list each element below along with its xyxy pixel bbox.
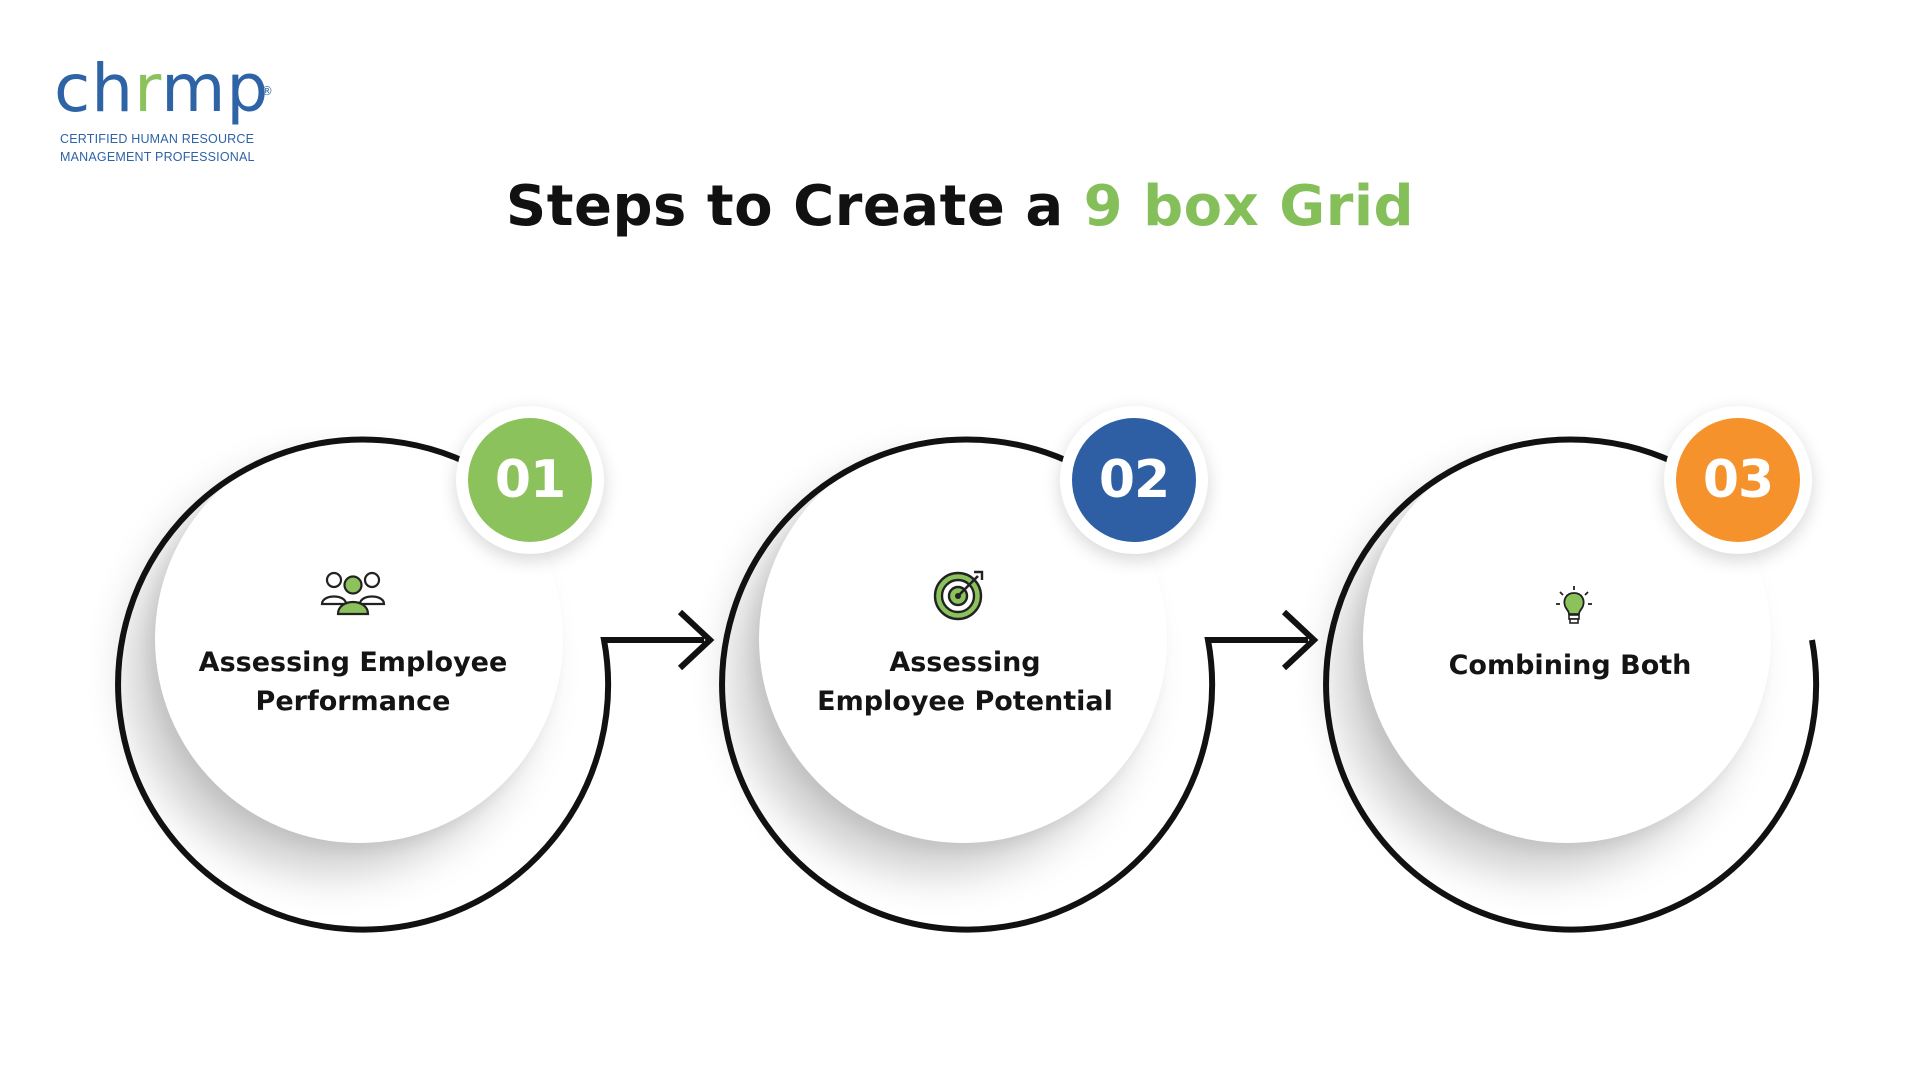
step-1-label: Assessing Employee Performance: [183, 643, 523, 721]
logo-word-part1: ch: [54, 50, 135, 127]
title-accent: 9 box Grid: [1083, 174, 1415, 239]
step-3-number: 03: [1702, 450, 1774, 510]
step-3-label: Combining Both: [1400, 646, 1740, 685]
step-1-badge: 01: [468, 418, 592, 542]
step-3-outer-ring: [1323, 436, 1820, 933]
registered-mark: ®: [261, 84, 274, 98]
logo-wordmark: chrmp®: [54, 56, 294, 122]
step-2-number: 02: [1098, 450, 1170, 510]
logo-tagline-line1: CERTIFIED HUMAN RESOURCE: [60, 132, 255, 146]
step-2-label-line2: Employee Potential: [817, 686, 1113, 717]
logo-word-part3: mp: [161, 50, 270, 127]
chrmp-logo: chrmp® CERTIFIED HUMAN RESOURCE MANAGEME…: [54, 56, 294, 166]
step-1-badge-ring: 01: [456, 406, 604, 554]
page-title: Steps to Create a 9 box Grid: [0, 172, 1920, 242]
step-1-label-line2: Performance: [255, 686, 451, 717]
step-3-badge-ring: 03: [1664, 406, 1812, 554]
step-2-label-line1: Assessing: [889, 647, 1041, 678]
arrow-2-head: [1281, 609, 1319, 671]
logo-tagline-line2: MANAGEMENT PROFESSIONAL: [60, 150, 255, 164]
people-group-icon: [320, 571, 386, 616]
title-main: Steps to Create a: [505, 174, 1084, 239]
logo-word-part2: r: [134, 50, 162, 127]
step-2-badge: 02: [1072, 418, 1196, 542]
step-3-label-line1: Combining Both: [1448, 650, 1692, 681]
step-2-outer-ring: [719, 436, 1308, 933]
arrow-1-head: [677, 609, 715, 671]
step-1-outer-ring: [115, 436, 704, 933]
step-3-badge: 03: [1676, 418, 1800, 542]
lightbulb-icon: [1556, 586, 1592, 624]
step-1-label-line1: Assessing Employee: [198, 647, 508, 678]
target-icon: [933, 570, 984, 621]
logo-tagline: CERTIFIED HUMAN RESOURCE MANAGEMENT PROF…: [60, 130, 294, 166]
step-2-label: Assessing Employee Potential: [795, 643, 1135, 721]
step-2-badge-ring: 02: [1060, 406, 1208, 554]
step-1-number: 01: [494, 450, 566, 510]
